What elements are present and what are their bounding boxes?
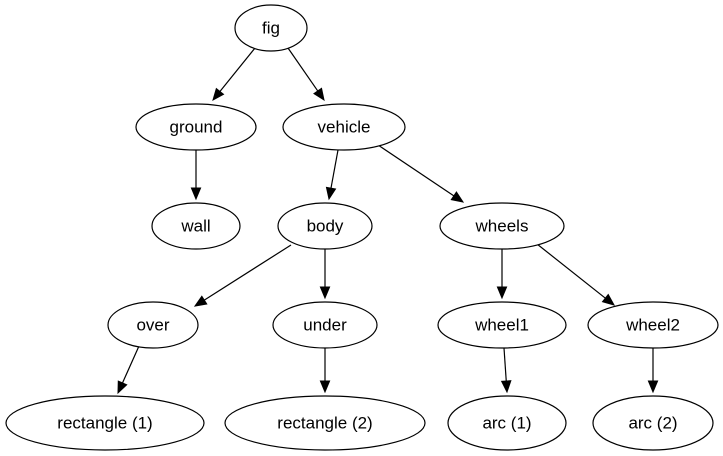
node-wheel2[interactable]: wheel2	[587, 301, 719, 349]
edge-line	[121, 345, 140, 384]
node-label: wheels	[475, 216, 529, 235]
edge-fig-to-vehicle	[287, 47, 325, 102]
node-shape[interactable]	[587, 301, 719, 349]
arrowhead-icon	[500, 380, 512, 394]
node-shape[interactable]	[437, 301, 567, 349]
edge-line	[219, 47, 256, 92]
arrowhead-icon	[117, 380, 128, 395]
arrowhead-icon	[319, 380, 331, 394]
node-shape[interactable]	[277, 202, 373, 250]
node-label: vehicle	[318, 117, 371, 136]
node-under[interactable]: under	[272, 301, 378, 349]
node-arc1[interactable]: arc (1)	[447, 395, 567, 451]
node-shape[interactable]	[439, 202, 565, 250]
nodes-layer: fig ground vehicle wall body wheels over under w…	[5, 4, 719, 451]
edge-line	[377, 144, 455, 197]
node-label: fig	[262, 18, 280, 37]
edge-line	[503, 347, 507, 382]
arrowhead-icon	[496, 286, 508, 300]
arrowhead-icon	[601, 293, 616, 306]
node-shape[interactable]	[447, 395, 567, 451]
node-ground[interactable]: ground	[135, 103, 257, 151]
node-shape[interactable]	[5, 395, 205, 451]
node-shape[interactable]	[282, 103, 406, 151]
node-shape[interactable]	[234, 4, 308, 52]
node-label: wall	[180, 216, 210, 235]
node-shape[interactable]	[592, 395, 714, 451]
arrowhead-icon	[319, 286, 331, 300]
edge-wheel2-to-arc2	[647, 348, 659, 394]
edge-under-to-rectangle2	[319, 348, 331, 394]
node-label: ground	[170, 117, 223, 136]
edge-line	[330, 149, 339, 189]
node-label: arc (1)	[482, 413, 531, 432]
node-fig[interactable]: fig	[234, 4, 308, 52]
edge-ground-to-wall	[190, 150, 202, 201]
node-arc2[interactable]: arc (2)	[592, 395, 714, 451]
node-shape[interactable]	[135, 103, 257, 151]
node-rectangle1[interactable]: rectangle (1)	[5, 395, 205, 451]
edge-over-to-rectangle1	[117, 345, 140, 395]
node-shape[interactable]	[107, 301, 199, 349]
edge-line	[287, 47, 319, 92]
edge-fig-to-ground	[212, 47, 256, 102]
arrowhead-icon	[647, 380, 659, 394]
arrowhead-icon	[190, 187, 202, 201]
edge-body-to-under	[319, 249, 331, 300]
node-label: over	[136, 315, 169, 334]
arrowhead-icon	[212, 87, 225, 102]
edge-wheels-to-wheel2	[536, 243, 616, 306]
node-over[interactable]: over	[107, 301, 199, 349]
node-shape[interactable]	[272, 301, 378, 349]
node-shape[interactable]	[151, 202, 241, 250]
node-label: arc (2)	[628, 413, 677, 432]
node-label: rectangle (1)	[57, 413, 152, 432]
node-label: under	[303, 315, 347, 334]
arrowhead-icon	[325, 186, 337, 201]
node-vehicle[interactable]: vehicle	[282, 103, 406, 151]
edge-wheel1-to-arc1	[500, 347, 512, 394]
node-wheel1[interactable]: wheel1	[437, 301, 567, 349]
node-wall[interactable]: wall	[151, 202, 241, 250]
edge-vehicle-to-wheels	[377, 144, 465, 203]
edge-wheels-to-wheel1	[496, 249, 508, 300]
node-shape[interactable]	[224, 395, 426, 451]
arrowhead-icon	[313, 87, 325, 102]
edge-line	[536, 243, 606, 299]
node-label: body	[307, 216, 344, 235]
node-rectangle2[interactable]: rectangle (2)	[224, 395, 426, 451]
node-wheels[interactable]: wheels	[439, 202, 565, 250]
edge-vehicle-to-body	[325, 149, 339, 201]
edge-line	[203, 244, 292, 301]
arrowhead-icon	[450, 191, 465, 203]
node-label: rectangle (2)	[277, 413, 372, 432]
edge-body-to-over	[193, 244, 292, 307]
arrowhead-icon	[193, 295, 208, 307]
edges-layer	[117, 47, 659, 395]
node-body[interactable]: body	[277, 202, 373, 250]
node-label: wheel2	[625, 315, 680, 334]
node-label: wheel1	[474, 315, 529, 334]
